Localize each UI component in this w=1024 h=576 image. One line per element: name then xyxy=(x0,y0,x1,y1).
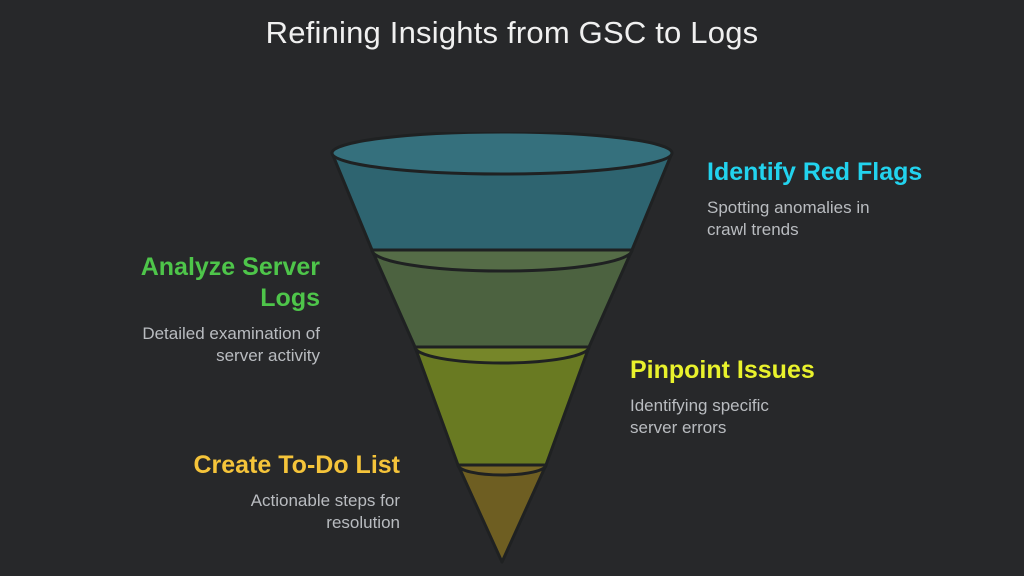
callout-4-subtext: Actionable steps for resolution xyxy=(250,491,400,532)
funnel-stage-create-to-do-list[interactable] xyxy=(456,453,548,564)
funnel-stage-1-rim xyxy=(330,132,674,176)
funnel-diagram xyxy=(330,132,674,564)
funnel-stage-pinpoint-issues[interactable] xyxy=(413,329,591,467)
callout-3-subtext: Identifying specific server errors xyxy=(630,396,769,437)
callout-3-headline: Pinpoint Issues xyxy=(630,356,815,384)
callout-1-headline: Identify Red Flags xyxy=(707,158,923,186)
page-title: Refining Insights from GSC to Logs xyxy=(265,15,759,50)
callout-2-headline: Analyze Server Logs xyxy=(140,253,320,312)
callout-1-subtext: Spotting anomalies in crawl trends xyxy=(707,198,870,239)
funnel-stage-3-body xyxy=(413,345,591,467)
callout-analyze-server-logs[interactable]: Analyze Server Logs Detailed examination… xyxy=(48,252,320,367)
callout-4-headline: Create To-Do List xyxy=(193,451,401,479)
callout-pinpoint-issues[interactable]: Pinpoint Issues Identifying specific ser… xyxy=(630,355,890,439)
funnel-stage-identify-red-flags[interactable] xyxy=(330,132,674,252)
funnel-stage-4-body xyxy=(456,463,548,564)
callout-2-subtext: Detailed examination of server activity xyxy=(142,324,320,365)
callout-identify-red-flags[interactable]: Identify Red Flags Spotting anomalies in… xyxy=(707,157,967,241)
callout-create-to-do-list[interactable]: Create To-Do List Actionable steps for r… xyxy=(128,450,401,534)
